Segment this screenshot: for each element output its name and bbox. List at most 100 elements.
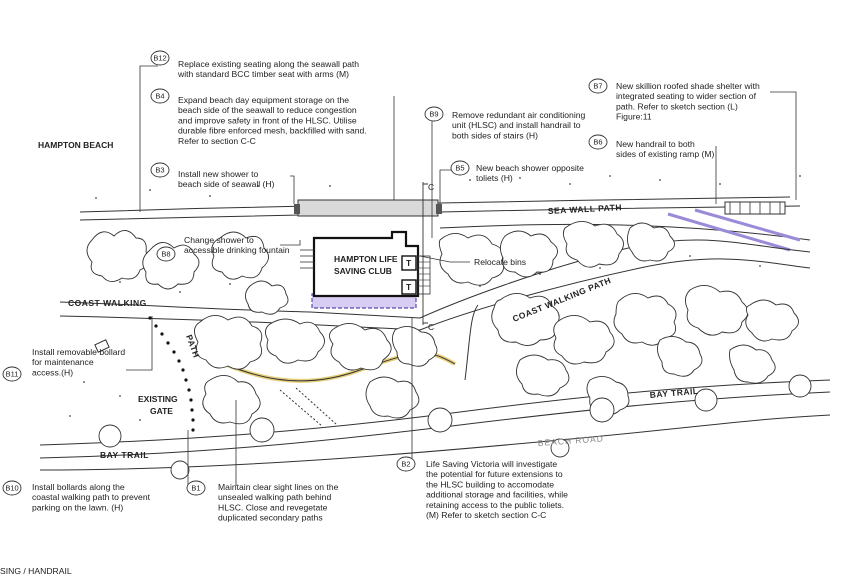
note-tag-label: B8	[161, 250, 170, 259]
note-line: Life Saving Victoria will investigate	[426, 459, 557, 469]
shower-b3	[294, 204, 300, 214]
shade-shelter	[724, 201, 786, 215]
lifesaving-club-building	[300, 230, 431, 309]
note-line: additional storage and facilities, while	[426, 490, 568, 500]
note-line: access.(H)	[32, 367, 73, 377]
note-line: with standard BCC timber seat with arms …	[177, 69, 349, 79]
note-line: accessible drinking fountain	[184, 245, 290, 255]
note-tag-label: B1	[191, 484, 200, 493]
label-beach-road: BEACH ROAD	[537, 433, 604, 448]
note-line: path. Refer to sketch section (L)	[616, 101, 738, 111]
note-tag-label: B5	[455, 164, 464, 173]
note-tag-b6: B6	[588, 134, 608, 150]
label-bay-trail-right: BAY TRAIL	[649, 386, 699, 400]
leader-lines	[126, 65, 797, 488]
note-line: New skillion roofed shade shelter with	[616, 81, 760, 91]
club-name-line1: HAMPTON LIFE	[334, 254, 398, 264]
note-line: (M) Refer to sketch section C-C	[426, 510, 546, 520]
note-line: HLSC. Close and revegetate	[218, 502, 328, 512]
note-line: retaining access to the public toliets.	[426, 500, 564, 510]
equipment-storage	[297, 199, 439, 217]
footer-caption: SING / HANDRAIL	[0, 566, 72, 576]
note-tag-b12: B12	[150, 50, 170, 66]
note-line: Refer to section C-C	[178, 136, 256, 146]
vegetation	[86, 221, 812, 480]
note-tag-b9: B9	[424, 106, 444, 122]
note-tag-label: B7	[593, 82, 602, 91]
note-tag-label: B9	[429, 110, 438, 119]
note-tag-label: B2	[401, 460, 410, 469]
label-gate: GATE	[150, 406, 173, 416]
note-line: parking on the lawn. (H)	[32, 502, 123, 512]
note-line: toliets (H)	[476, 173, 513, 183]
section-line-c-c	[422, 182, 428, 325]
note-line: both sides of stairs (H)	[452, 130, 538, 140]
note-line: the HLSC building to accomodate	[426, 479, 554, 489]
note-line: Figure:11	[616, 112, 652, 122]
club-name-line2: SAVING CLUB	[334, 266, 392, 276]
note-line: New beach shower opposite	[476, 163, 584, 173]
note-text-b12: Replace existing seating along the seawa…	[177, 59, 359, 79]
note-line: sides of existing ramp (M)	[616, 149, 715, 159]
section-c-top: C	[428, 182, 434, 192]
note-line: Install new shower to	[178, 169, 258, 179]
note-tag-b4: B4	[150, 88, 170, 104]
note-line: duplicated secondary paths	[218, 513, 323, 523]
note-line: integrated seating to wider section of	[616, 91, 757, 101]
note-line: the potential for future extensions to	[426, 469, 563, 479]
note-line: for maintenance	[32, 357, 94, 367]
stipple	[69, 175, 801, 421]
note-tag-b11: B11	[2, 366, 22, 382]
note-tag-label: B11	[6, 370, 19, 379]
shower-b5	[436, 204, 442, 214]
note-line: unsealed walking path behind	[218, 492, 331, 502]
note-line: Replace existing seating along the seawa…	[178, 59, 359, 69]
note-line: Expand beach day equipment storage on th…	[178, 95, 349, 105]
note-line: Remove redundant air conditioning	[452, 110, 586, 120]
bench-symbol	[94, 339, 110, 353]
note-tag-b5: B5	[450, 160, 470, 176]
note-line: and improve safety in front of the HLSC.…	[178, 115, 357, 125]
note-tag-b8: B8	[156, 246, 176, 262]
note-line: beach side of the seawall to reduce cong…	[178, 105, 357, 115]
label-sea-wall-path: SEA WALL PATH	[548, 202, 623, 216]
toilet-t2: T	[406, 282, 412, 292]
label-existing: EXISTING	[138, 394, 178, 404]
note-tag-label: B4	[155, 92, 164, 101]
note-tag-b2: B2	[396, 456, 416, 472]
note-tag-b3: B3	[150, 162, 170, 178]
note-tag-label: B6	[593, 138, 602, 147]
label-relocate-bins: Relocate bins	[474, 257, 526, 267]
note-line: durable fibre enforced mesh, backfilled …	[178, 126, 367, 136]
section-c-bottom: C	[428, 322, 434, 332]
note-tag-label: B3	[155, 166, 164, 175]
note-line: Install removable bollard	[32, 347, 125, 357]
note-line: unit (HLSC) and install handrail to	[452, 120, 581, 130]
label-bay-trail-left: BAY TRAIL	[100, 450, 149, 460]
note-text-b4: Expand beach day equipment storage on th…	[178, 95, 367, 146]
note-line: Install bollards along the	[32, 482, 125, 492]
note-line: coastal walking path to prevent	[32, 492, 151, 502]
note-tag-label: B12	[153, 54, 166, 63]
note-line: Maintain clear sight lines on the	[218, 482, 339, 492]
note-tag-b7: B7	[588, 78, 608, 94]
label-hampton-beach: HAMPTON BEACH	[38, 140, 113, 150]
note-line: beach side of seawall (H)	[178, 179, 275, 189]
note-tag-label: B10	[5, 484, 18, 493]
seawall-lines	[79, 196, 811, 241]
toilet-t1: T	[406, 258, 412, 268]
label-coast-walking: COAST WALKING	[68, 298, 147, 308]
note-tag-b10: B10	[2, 480, 22, 496]
